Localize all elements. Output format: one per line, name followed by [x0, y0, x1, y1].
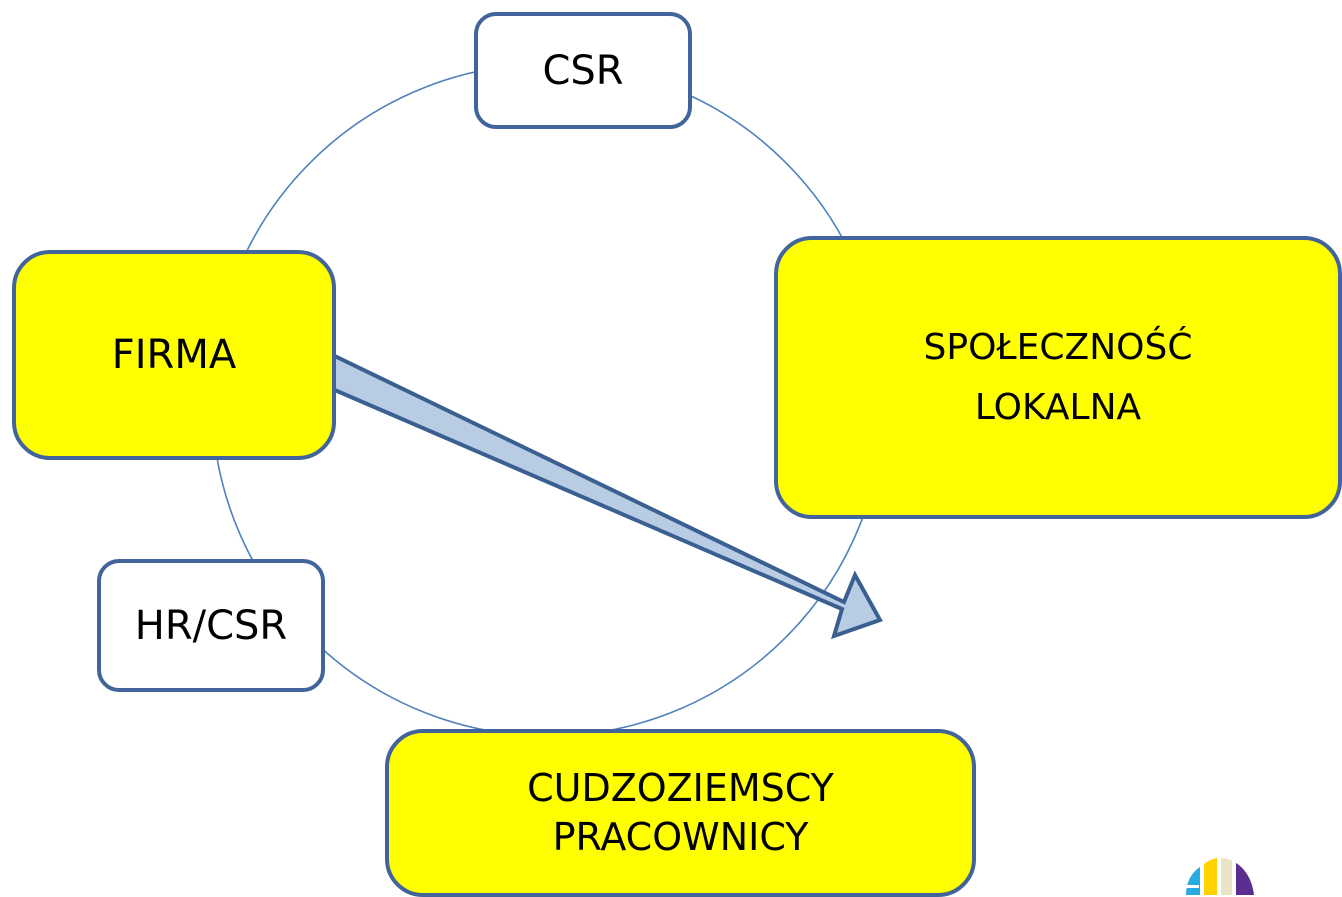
node-spolecznosc-line1: SPOŁECZNOŚĆ — [923, 327, 1193, 369]
node-spolecznosc-lokalna: SPOŁECZNOŚĆ LOKALNA — [774, 236, 1342, 519]
node-firma: FIRMA — [12, 250, 336, 460]
node-csr: CSR — [474, 12, 692, 129]
node-firma-label: FIRMA — [111, 332, 237, 378]
node-hr-csr-label: HR/CSR — [134, 602, 288, 649]
node-cudzoziemscy-pracownicy: CUDZOZIEMSCY PRACOWNICY — [385, 729, 976, 897]
node-csr-label: CSR — [542, 47, 624, 94]
arrow-firma-to-cudzoziemscy — [297, 343, 883, 640]
node-cudzoziemscy-line1: CUDZOZIEMSCY — [527, 765, 834, 810]
logo-icon — [1185, 858, 1254, 895]
node-hr-csr: HR/CSR — [97, 559, 325, 692]
logo — [1180, 858, 1264, 895]
node-spolecznosc-line2: LOKALNA — [974, 386, 1142, 428]
node-cudzoziemscy-line2: PRACOWNICY — [552, 815, 809, 859]
